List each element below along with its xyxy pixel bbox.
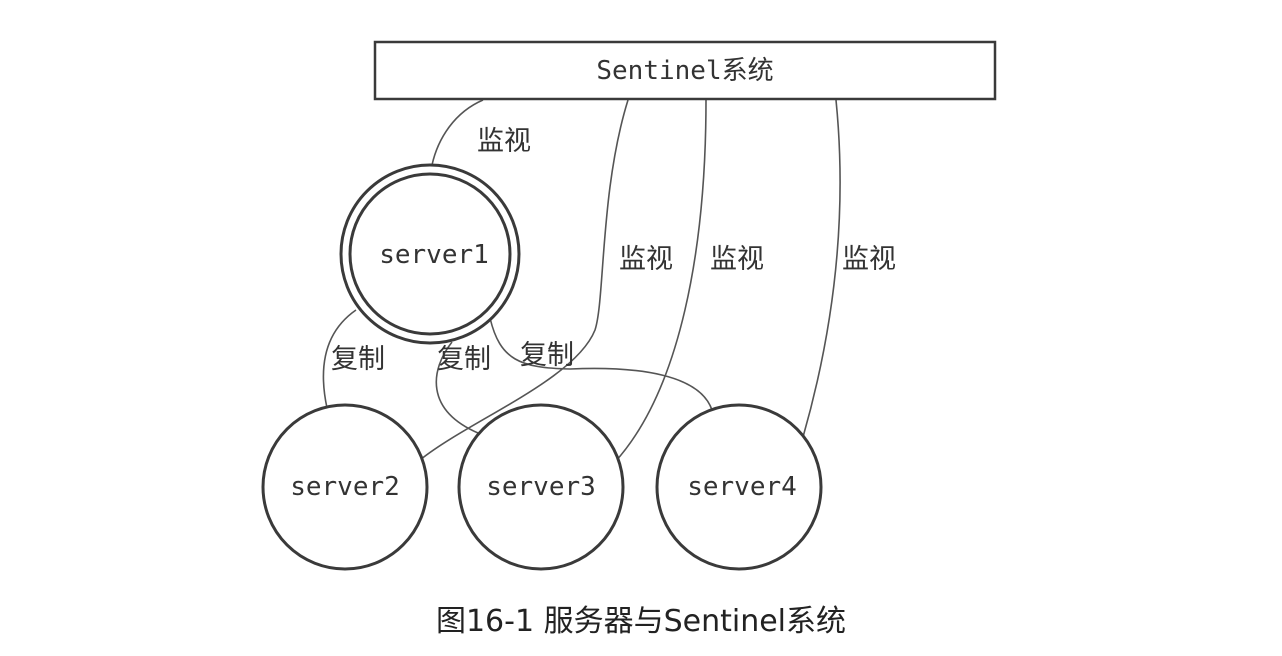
sentinel-system-label: Sentinel系统	[596, 56, 773, 86]
edge-monitor-server3	[614, 99, 707, 463]
node-server3-label: server3	[486, 472, 596, 502]
node-server1: server1	[339, 163, 521, 345]
edge-monitor-server4	[802, 99, 841, 438]
edge-replicate-server4	[489, 317, 713, 411]
label-monitor-server2: 监视	[619, 244, 673, 275]
label-replicate-server4: 复制	[520, 340, 574, 371]
label-replicate-server2: 复制	[331, 344, 385, 375]
edge-replicate-server2	[322, 309, 357, 409]
node-server4: server4	[655, 403, 823, 571]
sentinel-system-box: Sentinel系统	[373, 40, 997, 101]
node-server3: server3	[457, 403, 625, 571]
label-replicate-server3: 复制	[437, 344, 491, 375]
label-monitor-server3: 监视	[710, 244, 764, 275]
edge-replicate-server3	[435, 341, 479, 434]
label-monitor-server4: 监视	[842, 244, 896, 275]
node-server2-label: server2	[290, 472, 400, 502]
edge-monitor-server2	[419, 99, 629, 461]
node-server1-label: server1	[379, 240, 489, 270]
node-server4-label: server4	[687, 472, 797, 502]
label-monitor-server1: 监视	[477, 126, 531, 157]
node-server2: server2	[261, 403, 429, 571]
edge-monitor-server1	[431, 99, 484, 166]
figure-caption: 图16-1 服务器与Sentinel系统	[435, 604, 847, 639]
